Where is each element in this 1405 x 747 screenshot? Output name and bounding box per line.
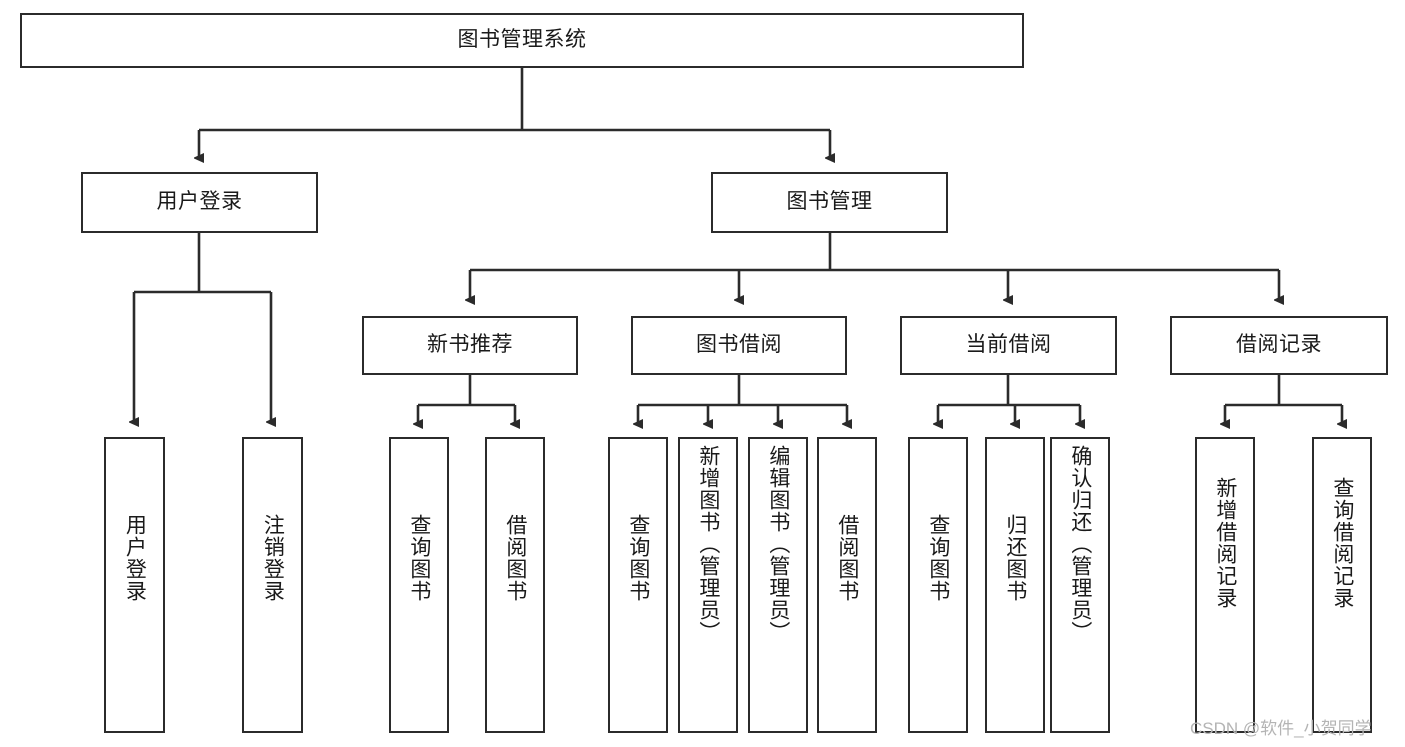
leaf-book-borrow-add-book-admin[interactable]: 新增图书（管理员） [678,437,738,733]
node-label: 图书借阅 [696,333,782,357]
node-user-login[interactable]: 用户登录 [81,172,318,233]
node-label: 借阅图书 [503,514,527,602]
leaf-user-login-logout[interactable]: 注销登录 [242,437,303,733]
node-label: 查询借阅记录 [1330,477,1354,609]
leaf-book-borrow-borrow-book[interactable]: 借阅图书 [817,437,877,733]
node-label: 归还图书 [1003,514,1027,602]
node-label: 查询图书 [626,514,650,602]
node-label: 查询图书 [407,514,431,602]
leaf-new-book-borrow-book[interactable]: 借阅图书 [485,437,545,733]
leaf-book-borrow-edit-book-admin[interactable]: 编辑图书（管理员） [748,437,808,733]
leaf-current-borrow-confirm-return-admin[interactable]: 确认归还（管理员） [1050,437,1110,733]
node-label: 借阅图书 [835,514,859,602]
node-new-book-recommend[interactable]: 新书推荐 [362,316,578,375]
node-label: 新增图书（管理员） [696,445,720,643]
node-label: 编辑图书（管理员） [766,445,790,643]
node-label: 当前借阅 [965,333,1052,357]
node-label: 图书管理系统 [457,28,587,52]
leaf-current-borrow-return-book[interactable]: 归还图书 [985,437,1045,733]
node-label: 确认归还（管理员） [1068,445,1092,643]
node-label: 借阅记录 [1236,333,1322,357]
node-book-management-system[interactable]: 图书管理系统 [20,13,1024,68]
node-label: 注销登录 [261,514,285,602]
leaf-borrow-record-query-record[interactable]: 查询借阅记录 [1312,437,1372,733]
node-label: 用户登录 [156,190,243,214]
node-book-management[interactable]: 图书管理 [711,172,948,233]
node-label: 查询图书 [926,514,950,602]
leaf-user-login-login[interactable]: 用户登录 [104,437,165,733]
node-label: 图书管理 [786,190,873,214]
node-label: 用户登录 [123,514,147,602]
leaf-borrow-record-add-record[interactable]: 新增借阅记录 [1195,437,1255,733]
csdn-watermark: CSDN @软件_小贺同学 [1190,719,1372,738]
node-label: 新增借阅记录 [1213,477,1237,609]
leaf-book-borrow-query-book[interactable]: 查询图书 [608,437,668,733]
leaf-new-book-query-book[interactable]: 查询图书 [389,437,449,733]
node-book-borrow[interactable]: 图书借阅 [631,316,847,375]
node-borrow-record[interactable]: 借阅记录 [1170,316,1388,375]
node-current-borrow[interactable]: 当前借阅 [900,316,1117,375]
node-label: 新书推荐 [427,333,513,357]
leaf-current-borrow-query-book[interactable]: 查询图书 [908,437,968,733]
